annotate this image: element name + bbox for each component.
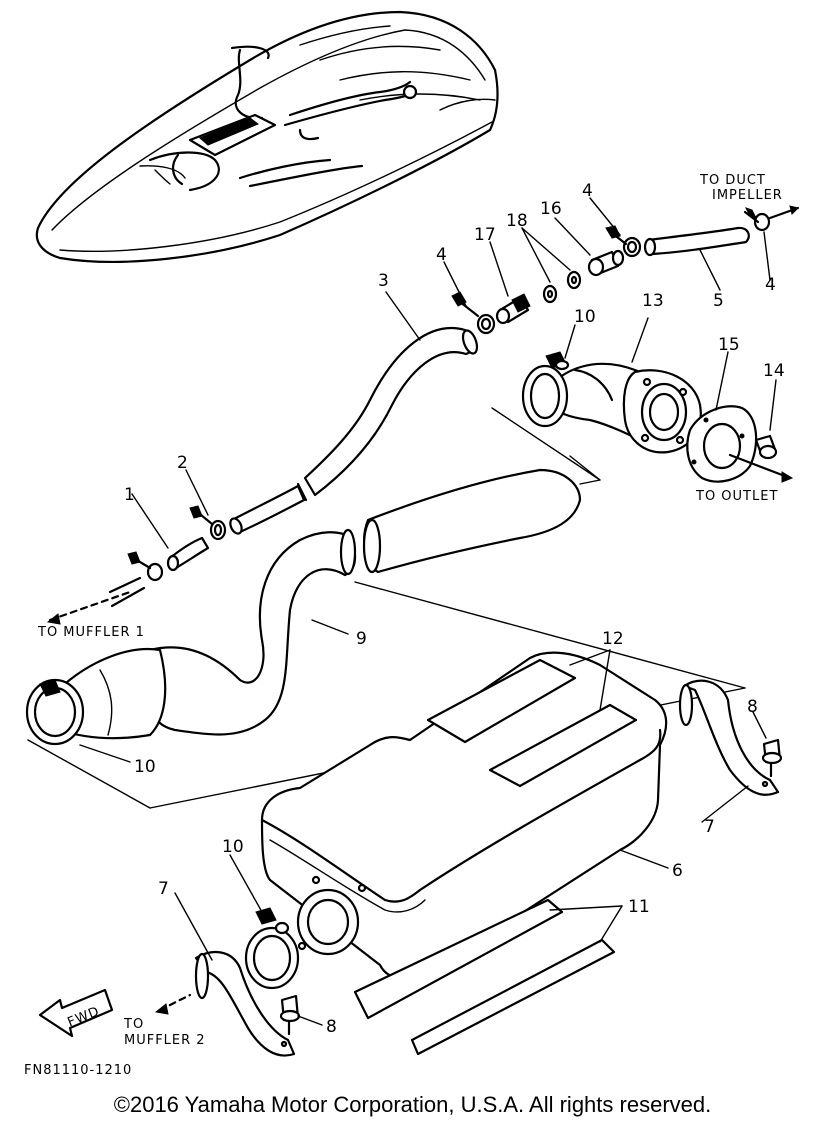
note-to-outlet: TO OUTLET [695,489,778,504]
hose-3 [229,327,479,535]
callout-8-b: 8 [326,1017,337,1037]
diagram-svg: FWD 1 2 3 4 4 4 5 [24,10,800,1078]
callout-18: 18 [506,211,528,231]
joint-1-clamp-2 [46,505,227,625]
leader-lines [79,197,777,1026]
callout-6: 6 [672,861,683,881]
callout-13: 13 [642,291,664,311]
fitting-16 [587,249,625,277]
callout-5: 5 [713,291,724,311]
callout-2: 2 [177,453,188,473]
callout-1: 1 [124,485,135,505]
band-7-left [194,950,296,1057]
callout-3: 3 [378,271,389,291]
muffler-6 [260,651,668,979]
callout-10-b: 10 [134,757,156,777]
diagram-code: FN81110-1210 [24,1063,132,1078]
hose-5-assembly [605,205,800,258]
note-muffler-2: MUFFLER 2 [124,1033,206,1048]
direction-notes: TO DUCT IMPELLER TO OUTLET TO MUFFLER 1 … [24,173,783,1078]
bracket-line [27,739,151,809]
bolt-8-left [279,994,301,1036]
elbow-9-left-end [25,648,167,746]
callout-12: 12 [602,629,624,649]
hose-9 [145,468,582,736]
note-to-muffler-1: TO MUFFLER 1 [37,625,145,640]
fwd-arrow-icon: FWD [38,988,114,1038]
callout-16: 16 [540,199,562,219]
washers-18 [542,270,582,304]
elbow-13 [521,362,702,454]
lead-13 [491,407,601,481]
note-impeller: IMPELLER [712,188,783,203]
callout-4-a: 4 [436,245,447,265]
callout-numbers: 1 2 3 4 4 4 5 6 7 7 8 8 9 10 10 10 11 12… [124,181,785,1037]
clamp-10-lower [244,907,300,990]
bolt-8-right [761,738,783,778]
callout-7-b: 7 [158,879,169,899]
copyright-notice: ©2016 Yamaha Motor Corporation, U.S.A. A… [113,1092,712,1117]
callout-9: 9 [356,629,367,649]
callout-15: 15 [718,335,740,355]
callout-10-c: 10 [222,837,244,857]
callout-4-b: 4 [582,181,593,201]
callout-10-a: 10 [574,307,596,327]
clamp-10-upper [545,351,570,371]
note-to: TO [123,1017,144,1032]
bolt-14 [728,434,794,483]
callout-14: 14 [763,361,785,381]
callout-4-c: 4 [765,275,776,295]
lead-13b [569,455,601,485]
bracket-line-3 [354,581,746,689]
watercraft-illustration [35,10,499,263]
band-7-right [678,679,780,796]
nipple-17 [495,293,531,325]
gasket-15 [686,405,758,483]
callout-8-a: 8 [747,697,758,717]
callout-7-a: 7 [704,817,715,837]
callout-11: 11 [628,897,650,917]
callout-17: 17 [474,225,496,245]
note-to-duct: TO DUCT [699,173,766,188]
clamp-4-left [451,291,496,335]
strip-11 [353,898,616,1056]
